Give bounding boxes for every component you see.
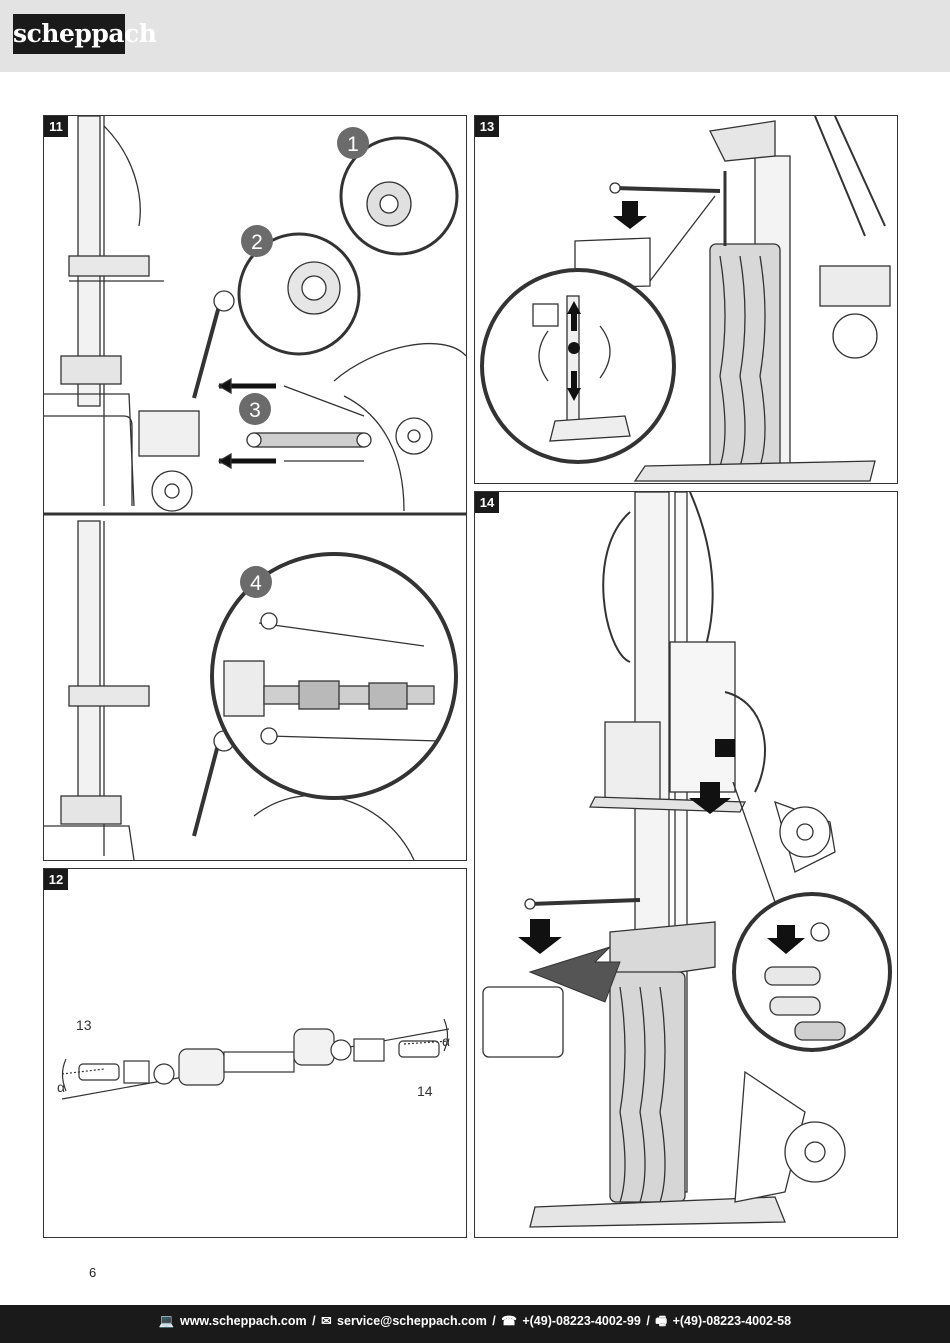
angle-symbol-left: α [57, 1079, 65, 1095]
callout-14: 14 [417, 1083, 433, 1099]
figure-11-illustration: 1 2 3 4 [44, 116, 466, 860]
computer-icon: 💻 [158, 1314, 175, 1328]
header-bar: scheppach [0, 0, 950, 72]
step-badge-1 [337, 127, 369, 159]
brand-logo: scheppach [13, 14, 157, 54]
step-label-1: 1 [347, 133, 359, 156]
fax-icon: 🖷 [655, 1314, 668, 1328]
figure-13-panel: 13 [474, 115, 898, 484]
callout-13: 13 [76, 1017, 92, 1033]
footer-separator: / [312, 1314, 316, 1328]
step-label-4: 4 [250, 572, 262, 595]
email-link[interactable]: service@scheppach.com [337, 1314, 487, 1328]
footer-separator: / [646, 1314, 650, 1328]
mail-icon: ✉ [321, 1314, 332, 1328]
figure-number: 14 [475, 492, 499, 513]
step-badge-4 [240, 566, 272, 598]
pto-shaft-illustration: α α [57, 1018, 450, 1100]
figure-number: 13 [475, 116, 499, 137]
website-link[interactable]: www.scheppach.com [179, 1314, 307, 1328]
figure-13-illustration [480, 116, 891, 482]
phone-number: +(49)-08223-4002-99 [522, 1314, 641, 1328]
fax-number: +(49)-08223-4002-58 [672, 1314, 792, 1328]
figure-number: 11 [44, 116, 68, 137]
step-badge-3 [239, 393, 271, 425]
phone-icon: ☎ [501, 1314, 517, 1328]
step-label-3: 3 [249, 399, 261, 422]
figure-14-illustration [482, 492, 892, 1228]
footer-bar: 💻 www.scheppach.com / ✉ service@scheppac… [0, 1305, 950, 1343]
page-number: 6 [89, 1265, 97, 1280]
figure-12-panel: 12 α α 13 14 [43, 868, 467, 1238]
footer-separator: / [492, 1314, 496, 1328]
step-badge-2 [241, 225, 273, 257]
figure-number: 12 [44, 869, 68, 890]
figure-14-panel: 14 [474, 491, 898, 1238]
figure-11-panel: 11 [43, 115, 467, 861]
angle-symbol-right: α [442, 1033, 450, 1049]
step-label-2: 2 [251, 231, 263, 254]
